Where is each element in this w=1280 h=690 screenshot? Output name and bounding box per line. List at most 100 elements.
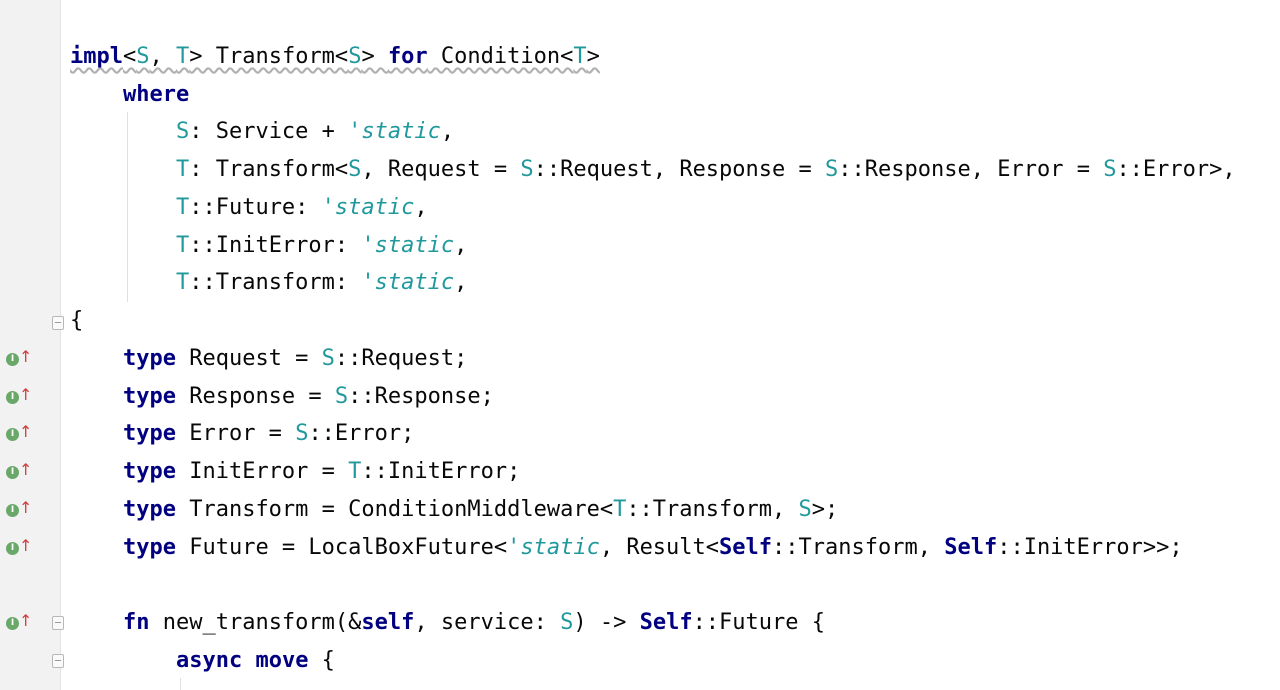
code-token: async <box>175 648 243 673</box>
code-token: ::Error; <box>308 421 415 446</box>
code-token: S <box>1103 157 1117 182</box>
code-token: ::InitError; <box>361 459 521 484</box>
code-line[interactable]: type InitError = T::InitError; <box>70 453 520 491</box>
code-token <box>70 535 123 560</box>
implements-up-arrow-icon[interactable]: I↑ <box>6 460 33 482</box>
code-line[interactable]: T::Transform: 'static, <box>70 264 467 302</box>
implements-circle-icon: I <box>6 504 19 517</box>
code-token: , <box>454 233 468 258</box>
code-token: S <box>798 497 812 522</box>
code-token: Self <box>719 535 773 560</box>
implements-circle-icon: I <box>6 353 19 366</box>
implements-up-arrow-icon[interactable]: I↑ <box>6 347 33 369</box>
code-token: S <box>175 119 190 144</box>
code-token: T <box>175 195 190 220</box>
code-line[interactable]: T::InitError: 'static, <box>70 227 467 265</box>
up-arrow-icon: ↑ <box>19 347 33 366</box>
implements-up-arrow-icon[interactable]: I↑ <box>6 611 33 633</box>
code-token: ::InitError: <box>189 233 362 258</box>
code-token: , <box>440 119 455 144</box>
code-token: 'static <box>361 233 455 258</box>
code-token: T <box>175 270 190 295</box>
code-token: > <box>586 44 600 69</box>
code-token <box>70 119 176 144</box>
indent-guide <box>180 678 181 690</box>
code-token: { <box>70 308 84 333</box>
implements-circle-icon: I <box>6 617 19 630</box>
fold-marker-icon[interactable] <box>52 654 64 668</box>
code-token: : Transform< <box>189 157 349 182</box>
implements-up-arrow-icon[interactable]: I↑ <box>6 385 33 407</box>
code-token <box>70 610 123 635</box>
code-token: InitError = <box>175 459 349 484</box>
implements-circle-icon: I <box>6 466 19 479</box>
code-token: where <box>122 82 190 107</box>
code-token: ::Future { <box>692 610 826 635</box>
up-arrow-icon: ↑ <box>19 460 33 479</box>
code-line[interactable]: T::Future: 'static, <box>70 189 428 227</box>
code-token: ::Future: <box>189 195 322 220</box>
fold-marker-icon[interactable] <box>52 616 64 630</box>
implements-up-arrow-icon[interactable]: I↑ <box>6 423 32 444</box>
code-token: < <box>122 44 137 69</box>
up-arrow-icon: ↑ <box>19 385 33 404</box>
code-token: impl <box>70 44 123 69</box>
code-line[interactable]: type Response = S::Response; <box>70 378 494 416</box>
code-line[interactable]: type Transform = ConditionMiddleware<T::… <box>70 491 838 529</box>
code-token: T <box>175 44 190 69</box>
code-line[interactable]: { <box>70 302 83 340</box>
code-line[interactable]: type Error = S::Error; <box>70 415 414 453</box>
code-token: Self <box>944 535 998 560</box>
code-line[interactable]: fn new_transform(&self, service: S) -> S… <box>70 604 825 642</box>
code-token <box>70 270 176 295</box>
code-token: S <box>560 610 574 635</box>
code-line[interactable]: type Future = LocalBoxFuture<'static, Re… <box>70 529 1183 567</box>
code-token <box>70 421 123 446</box>
code-token: S <box>348 157 362 182</box>
fold-marker-icon[interactable] <box>52 316 64 330</box>
code-line[interactable]: S: Service + 'static, <box>70 113 454 151</box>
code-token: S <box>348 44 362 69</box>
code-token: Self <box>639 610 693 635</box>
code-token: type <box>122 497 176 522</box>
code-token: new_transform(& <box>149 610 362 635</box>
code-line[interactable]: impl<S, T> Transform<S> for Condition<T> <box>70 38 600 76</box>
up-arrow-icon: ↑ <box>19 536 33 555</box>
code-token: S <box>295 421 309 446</box>
code-token: S <box>334 384 349 409</box>
code-line[interactable]: type Request = S::Request; <box>70 340 467 378</box>
code-token: , service: <box>414 610 561 635</box>
code-token: Response = <box>175 384 335 409</box>
code-token: T <box>573 44 587 69</box>
code-token: ::Response; <box>348 384 494 409</box>
implements-circle-icon: I <box>6 391 19 404</box>
editor-gutter <box>0 0 61 690</box>
code-line[interactable]: async move { <box>70 642 335 680</box>
implements-up-arrow-icon[interactable]: I↑ <box>6 499 32 520</box>
code-token: , <box>149 44 176 69</box>
code-line[interactable]: T: Transform<S, Request = S::Request, Re… <box>70 151 1236 189</box>
code-token: { <box>308 648 335 673</box>
code-token: T <box>348 459 362 484</box>
code-token <box>70 346 123 371</box>
code-token: 'static <box>507 535 600 560</box>
code-token <box>70 82 123 107</box>
code-line[interactable]: where <box>70 76 189 114</box>
code-token: , <box>414 195 428 220</box>
code-token: 'static <box>361 270 455 295</box>
code-token: > Transform< <box>189 44 349 69</box>
code-token: ::Transform, <box>772 535 945 560</box>
implements-up-arrow-icon[interactable]: I↑ <box>6 536 33 558</box>
up-arrow-icon: ↑ <box>19 611 33 630</box>
implements-circle-icon: I <box>6 428 19 441</box>
code-token: , Result< <box>599 535 720 560</box>
code-token: type <box>122 346 176 371</box>
code-token: Condition< <box>427 44 574 69</box>
code-token: ::Transform, <box>626 497 799 522</box>
code-token: T <box>175 157 190 182</box>
code-token: S <box>136 44 150 69</box>
code-token: ::InitError>>; <box>997 535 1183 560</box>
code-token: for <box>387 44 428 69</box>
code-token: type <box>122 459 176 484</box>
